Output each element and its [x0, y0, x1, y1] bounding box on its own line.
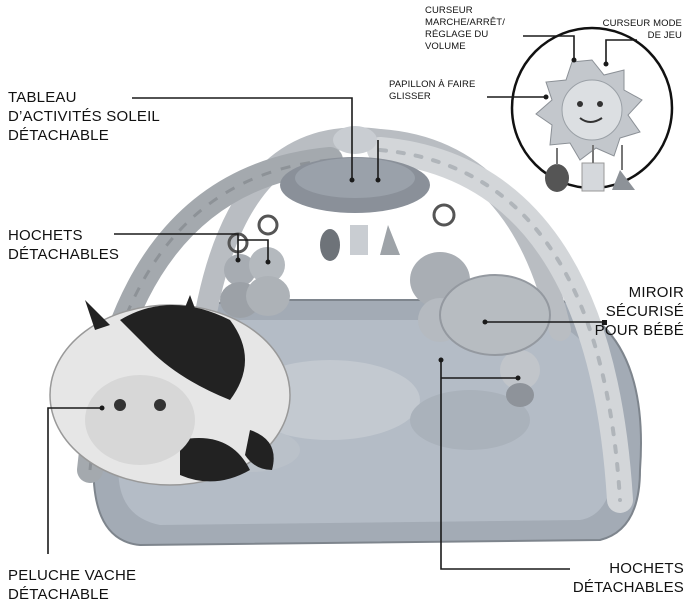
label-mirror: MIROIR SÉCURISÉ POUR BÉBÉ [594, 284, 684, 339]
left-rattles-illustration [220, 214, 290, 318]
label-rattles-right: HOCHETS DÉTACHABLES [572, 560, 684, 596]
leader-sun-board [132, 97, 353, 180]
label-on-off-volume: CURSEUR MARCHE/ARRÊT/ RÉGLAGE DU VOLUME [425, 5, 505, 52]
label-cow: PELUCHE VACHE DÉTACHABLE [8, 567, 137, 603]
label-rattles-left: HOCHETS DÉTACHABLES [8, 227, 120, 263]
inset-detail [510, 26, 674, 192]
cow-plush-illustration [49, 295, 291, 486]
leader-rattles-left-2 [238, 239, 269, 262]
label-sun-board: TABLEAU D’ACTIVITÉS SOLEIL DÉTACHABLE [8, 89, 160, 144]
label-mode-slider: CURSEUR MODE DE JEU [602, 18, 682, 41]
leader-dots [99, 57, 609, 411]
leader-rattles-left [114, 233, 239, 260]
leader-lines [47, 35, 637, 570]
leader-mode [605, 39, 637, 64]
mirror-illustration [439, 274, 551, 356]
label-butterfly: PAPILLON À FAIRE GLISSER [389, 79, 476, 102]
leader-rattles-right [440, 360, 570, 570]
leader-cow [47, 407, 102, 554]
leader-on-off [523, 35, 575, 60]
sun-activity-board [280, 126, 430, 261]
